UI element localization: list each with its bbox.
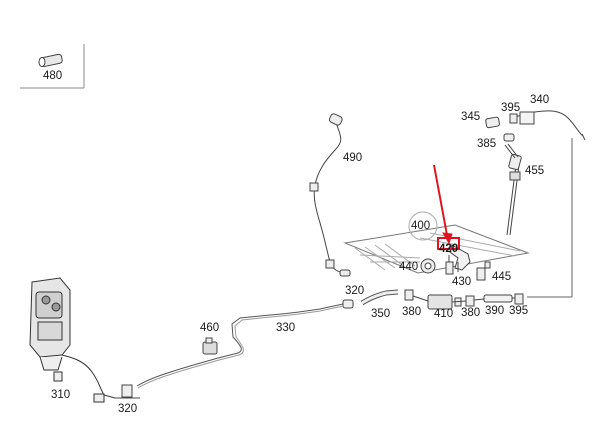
label-445[interactable]: 445 <box>492 271 512 283</box>
part-430-drawing <box>445 255 454 275</box>
label-350[interactable]: 350 <box>371 308 391 320</box>
label-455[interactable]: 455 <box>525 165 545 177</box>
hose-assembly-bottom <box>342 289 524 310</box>
callout-circle-400 <box>408 211 438 241</box>
part-460-drawing <box>202 337 218 355</box>
label-490[interactable]: 490 <box>343 152 363 164</box>
part-340-drawing <box>485 110 586 159</box>
label-390[interactable]: 390 <box>485 305 505 317</box>
label-320-top[interactable]: 320 <box>345 285 365 297</box>
inset-frame-480 <box>20 44 85 89</box>
part-320b-drawing <box>115 384 140 399</box>
label-400[interactable]: 400 <box>411 220 431 232</box>
label-380-right[interactable]: 380 <box>461 307 481 319</box>
part-490-drawing <box>309 113 351 277</box>
label-380-left[interactable]: 380 <box>402 306 422 318</box>
part-445-drawing <box>476 261 491 281</box>
part-420-drawing <box>449 244 471 272</box>
label-395-bottom[interactable]: 395 <box>509 305 529 317</box>
label-345[interactable]: 345 <box>461 111 481 123</box>
label-310[interactable]: 310 <box>51 389 71 401</box>
label-410[interactable]: 410 <box>434 308 454 320</box>
label-480[interactable]: 480 <box>43 70 63 82</box>
label-420[interactable]: 420 <box>439 243 459 255</box>
part-310-drawing <box>29 277 116 403</box>
label-385[interactable]: 385 <box>477 138 497 150</box>
part-330-drawing <box>136 303 344 389</box>
label-320-bottom[interactable]: 320 <box>118 403 138 415</box>
hose-line-right <box>527 138 573 298</box>
label-330[interactable]: 330 <box>276 322 296 334</box>
label-340[interactable]: 340 <box>530 94 550 106</box>
label-395-top[interactable]: 395 <box>501 102 521 114</box>
highlight-box-420[interactable]: 420 <box>437 237 460 255</box>
part-455-drawing <box>506 153 522 236</box>
part-480-drawing <box>38 53 63 68</box>
label-460[interactable]: 460 <box>200 322 220 334</box>
label-440[interactable]: 440 <box>399 261 419 273</box>
part-400-plate <box>343 224 530 274</box>
label-430[interactable]: 430 <box>452 276 472 288</box>
part-440-drawing <box>420 258 436 274</box>
